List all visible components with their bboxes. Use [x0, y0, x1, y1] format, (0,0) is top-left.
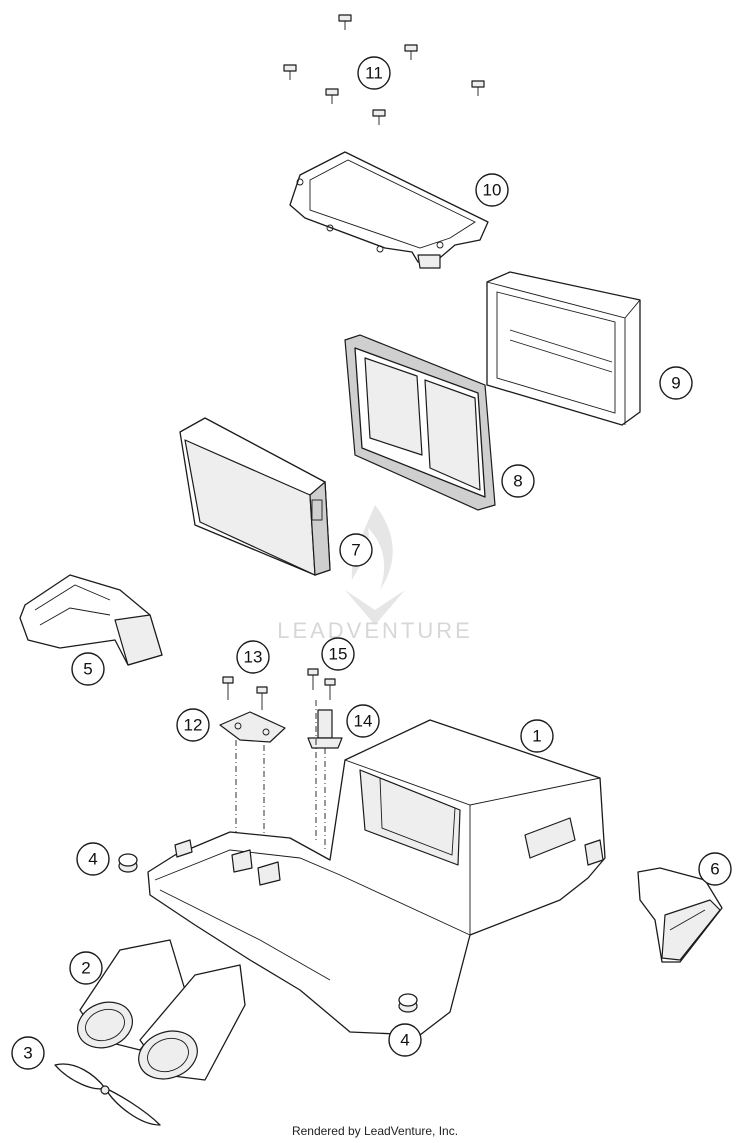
callout-4-right: 4: [388, 1023, 422, 1057]
part-12-bracket: [219, 711, 286, 743]
part-4-bushing-left: [118, 853, 138, 873]
svg-text:14: 14: [354, 712, 373, 731]
svg-text:12: 12: [184, 716, 203, 735]
part-6-intake-snorkel: [637, 867, 723, 963]
svg-text:2: 2: [81, 959, 90, 978]
callout-11: 11: [357, 56, 391, 90]
svg-text:11: 11: [365, 64, 383, 83]
callout-5: 5: [71, 652, 105, 686]
svg-text:3: 3: [23, 1044, 32, 1063]
svg-text:5: 5: [83, 660, 92, 679]
part-15-screws: [307, 668, 336, 850]
callout-13: 13: [236, 640, 270, 674]
watermark-text: LEADVENTURE: [277, 618, 473, 643]
svg-text:4: 4: [88, 850, 97, 869]
part-1-airbox: [147, 719, 606, 1036]
callout-14: 14: [346, 704, 380, 738]
part-4-bushing-right: [398, 993, 418, 1013]
part-10-cover: [289, 151, 489, 269]
svg-text:7: 7: [351, 541, 360, 560]
part-7-filter-frame: [179, 417, 331, 576]
callout-15: 15: [321, 637, 355, 671]
svg-text:10: 10: [483, 181, 502, 200]
part-2-intake-boots: [77, 939, 246, 1081]
part-3-clamp: [54, 1063, 161, 1126]
svg-text:9: 9: [671, 374, 680, 393]
callout-10: 10: [475, 173, 509, 207]
svg-text:13: 13: [244, 648, 263, 667]
callout-12: 12: [176, 708, 210, 742]
callout-4-left: 4: [76, 842, 110, 876]
part-11-screws: [283, 14, 485, 125]
footer-credit: Rendered by LeadVenture, Inc.: [291, 1124, 459, 1138]
svg-text:15: 15: [329, 645, 348, 664]
callout-2: 2: [69, 951, 103, 985]
part-8-filter-cage: [344, 334, 496, 511]
leadventure-watermark: LEADVENTURE: [277, 505, 473, 643]
svg-text:6: 6: [710, 860, 719, 879]
part-14-sensor: [307, 709, 343, 749]
svg-text:1: 1: [532, 727, 541, 746]
callout-6: 6: [698, 852, 732, 886]
callout-3: 3: [11, 1036, 45, 1070]
part-5-intake-snorkel: [19, 574, 163, 666]
callout-1: 1: [520, 719, 554, 753]
callout-7: 7: [339, 533, 373, 567]
svg-text:8: 8: [513, 472, 522, 491]
part-9-air-filter: [486, 271, 641, 426]
callout-8: 8: [501, 464, 535, 498]
callout-9: 9: [659, 366, 693, 400]
svg-text:4: 4: [400, 1031, 409, 1050]
